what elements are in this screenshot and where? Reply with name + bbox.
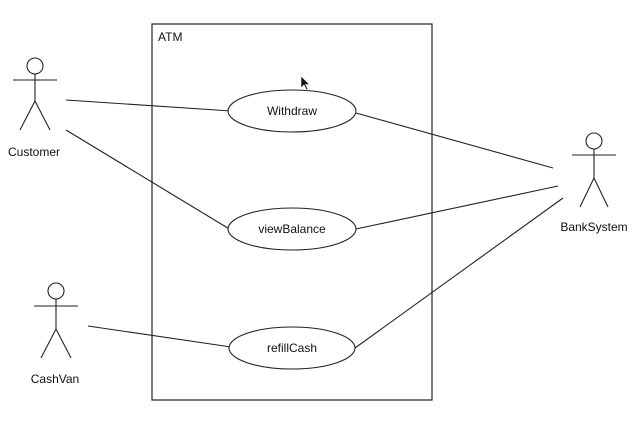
actor-cashvan-label: CashVan [31, 372, 79, 386]
mouse-pointer-icon [300, 75, 311, 91]
associations [65, 99, 564, 349]
actor-banksystem-label: BankSystem [560, 220, 627, 234]
usecase-refillcash-label: refillCash [267, 341, 317, 355]
association-customer-viewbalance [65, 129, 237, 234]
usecase-viewbalance[interactable]: viewBalance [227, 207, 357, 251]
usecase-refillcash-shape [228, 326, 356, 370]
actor-customer[interactable]: Customer [8, 57, 60, 159]
usecase-viewbalance-label: viewBalance [258, 222, 326, 236]
usecase-viewbalance-shape [227, 207, 357, 251]
actor-customer-label: Customer [8, 145, 60, 159]
actor-cashvan-icon [34, 282, 78, 359]
usecase-withdraw-label: Withdraw [267, 104, 317, 118]
usecase-withdraw[interactable]: Withdraw [227, 89, 357, 133]
actor-cashvan[interactable]: CashVan [31, 282, 79, 386]
association-withdraw-banksystem [355, 112, 554, 169]
usecase-refillcash[interactable]: refillCash [228, 326, 356, 370]
association-viewbalance-banksystem [355, 185, 559, 230]
actor-customer-icon [13, 57, 57, 131]
usecase-withdraw-shape [227, 89, 357, 133]
actor-banksystem-icon [572, 132, 616, 208]
association-refillcash-banksystem [354, 197, 564, 349]
system-boundary [151, 23, 433, 401]
actor-banksystem[interactable]: BankSystem [560, 132, 628, 234]
system-title: ATM [158, 30, 182, 44]
association-cashvan-refillcash [87, 325, 232, 348]
association-customer-withdraw [65, 99, 232, 112]
